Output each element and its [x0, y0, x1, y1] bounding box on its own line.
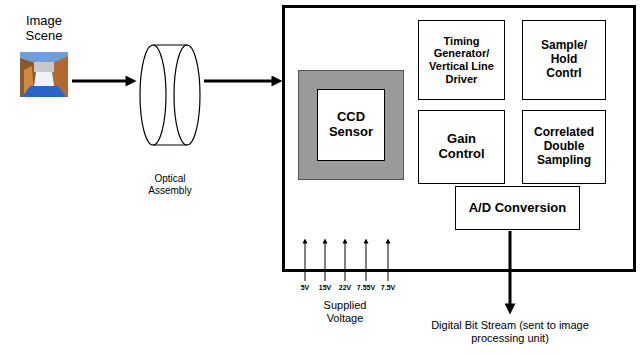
process-box: Timing Generator/ Vertical Line Driver: [418, 20, 505, 100]
part-label: Optical Assembly: [136, 173, 204, 196]
block-label: Timing Generator/ Vertical Line Driver: [428, 35, 495, 86]
flow-arrow: [72, 80, 131, 83]
process-box: A/D Conversion: [455, 186, 580, 230]
flow-arrow: [204, 80, 277, 83]
block-label: A/D Conversion: [462, 201, 573, 216]
voltage-arrow: [388, 241, 389, 281]
block-label: Correlated Double Sampling: [531, 126, 597, 167]
optical-assembly: Optical Assembly: [136, 44, 204, 196]
sky: [20, 52, 68, 97]
waterfall: [34, 72, 54, 86]
voltage-value: 22V: [335, 284, 355, 292]
process-box: Gain Control: [418, 110, 505, 184]
block-label: Sample/ Hold Contrl: [535, 39, 593, 80]
ccd-sensor: CCD Sensor: [298, 70, 404, 180]
camera-housing: CCD Sensor Timing Generator/ Vertical Lin…: [282, 5, 636, 272]
block-label: CCD Sensor: [317, 89, 385, 161]
block-label: Gain Control: [427, 132, 496, 162]
lens-outline: [153, 44, 187, 45]
lens-symbol: [140, 45, 200, 145]
voltage-arrow: [305, 241, 306, 281]
lens-outline: [174, 45, 200, 145]
process-box: Sample/ Hold Contrl: [522, 20, 606, 100]
voltage-arrow: [325, 241, 326, 281]
voltage-arrow: [345, 241, 346, 281]
voltage-caption: Supplied Voltage: [314, 299, 376, 324]
lens-outline: [153, 144, 187, 145]
river: [22, 86, 66, 97]
scene-picture: [20, 52, 68, 97]
voltage-value: 5V: [295, 284, 315, 292]
connectors: [72, 81, 277, 82]
output-caption: Digital Bit Stream (sent to image proces…: [410, 319, 610, 344]
dam: [34, 62, 54, 72]
process-box: Correlated Double Sampling: [522, 110, 606, 184]
voltage-value: 7.55V: [355, 284, 377, 292]
part-label: Image Scene: [16, 14, 72, 44]
voltage-value: 7.5V: [378, 284, 398, 292]
voltage-arrows: [305, 241, 388, 281]
scene-image: Image Scene: [16, 14, 72, 98]
lens-outline: [140, 45, 166, 145]
voltage-value: 15V: [315, 284, 335, 292]
voltage-arrow: [366, 241, 367, 281]
